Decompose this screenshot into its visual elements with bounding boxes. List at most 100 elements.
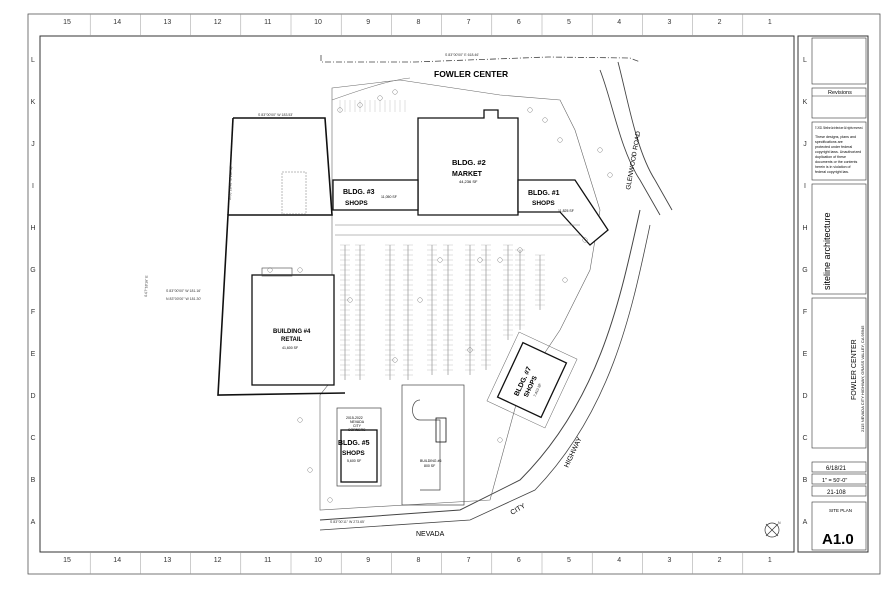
building-3-footprint — [332, 179, 419, 211]
building-1-footprint — [517, 179, 609, 246]
grid-row-label: L — [803, 57, 807, 64]
disclaimer-line: herein is in violation of — [815, 165, 851, 169]
grid-column-label: 3 — [667, 557, 671, 564]
grid-row-label: A — [803, 519, 808, 526]
grid-column-label: 14 — [113, 19, 121, 26]
bldg3-area: 11,050 SF — [381, 195, 397, 199]
grid-row-label: K — [803, 99, 808, 106]
tree-icon — [562, 277, 568, 283]
project-box — [811, 297, 867, 449]
grid-row-label: L — [31, 57, 35, 64]
tree-icon — [582, 237, 588, 243]
highway-edge-2 — [319, 224, 651, 531]
building-6-lot — [401, 384, 465, 506]
bldg2-use: MARKET — [452, 171, 483, 178]
bldg7-area: 7,410 SF — [533, 383, 543, 398]
grid-row-label: D — [802, 393, 807, 400]
drawing-border — [39, 35, 795, 553]
road-nevada: NEVADA — [416, 531, 445, 538]
bldg2-name: BLDG. #2 — [452, 158, 486, 167]
disclaimer-line: documents or the contents — [815, 160, 858, 164]
grid-column-labels: 1515141413131212111110109988776655443322… — [63, 14, 772, 574]
bearing-bottom: S 83°00'11" W 273.65' — [330, 520, 365, 524]
grid-row-label: I — [32, 183, 34, 190]
copyright-box — [811, 121, 867, 181]
tree-icon — [337, 107, 343, 113]
bldg2-area: 44,236 SF — [459, 179, 478, 184]
road-city: CITY — [510, 503, 528, 517]
grid-column-label: 4 — [617, 557, 621, 564]
tree-icon — [377, 95, 383, 101]
grid-row-label: F — [803, 309, 807, 316]
tree-icon — [392, 357, 398, 363]
tree-icon — [307, 467, 313, 473]
building-4-footprint — [251, 274, 335, 386]
grid-column-label: 5 — [567, 557, 571, 564]
grid-row-label: A — [31, 519, 36, 526]
tree-icon — [597, 147, 603, 153]
bldg4-use: RETAIL — [281, 337, 303, 343]
grid-row-label: G — [30, 267, 35, 274]
parking-stall-rows — [335, 100, 580, 380]
bldg5-use: SHOPS — [342, 450, 365, 457]
bearing-bldg3-top: S 83°00'00" W 183.53' — [258, 113, 293, 117]
revisions-box — [811, 87, 867, 119]
logo-box — [811, 37, 867, 85]
grid-column-label: 15 — [63, 19, 71, 26]
building-7-pad — [486, 331, 578, 429]
sheet-date: 6/18/21 — [826, 466, 847, 472]
firm-name: siteline architecture — [822, 212, 832, 290]
building-5-footprint — [340, 429, 378, 483]
building-7-group — [486, 331, 578, 429]
bldg6-area: 800 SF — [424, 464, 435, 468]
grid-column-label: 13 — [164, 557, 172, 564]
disclaimer-line: duplication of these — [815, 155, 846, 159]
building-7-footprint — [496, 341, 568, 419]
property-line-top — [320, 55, 641, 63]
bearing-left-side: S 07°18'16" E — [144, 275, 149, 297]
west-property-line-2 — [227, 117, 234, 216]
bldg5-note-1: 2015-2022 — [346, 416, 363, 420]
sheet-box — [811, 501, 867, 551]
bldg1-use: SHOPS — [532, 200, 555, 207]
grid-row-label: B — [31, 477, 36, 484]
grid-column-label: 15 — [63, 557, 71, 564]
bldg6-name: BUILDING #6 — [420, 459, 441, 463]
title-block-border — [797, 35, 869, 553]
bearing-mid1: S 83°00'00" W 181.16' — [166, 289, 201, 293]
grid-column-label: 4 — [617, 19, 621, 26]
parking-lot-outline — [319, 79, 601, 511]
bearing-left-upper: N 03°28'40" E 183.53' — [228, 165, 233, 200]
glenwood-road-edge — [599, 69, 661, 216]
bldg5-note-2: NEVADA — [350, 420, 365, 424]
tree-icon — [497, 437, 503, 443]
building-5-pad — [336, 407, 382, 487]
grid-column-label: 9 — [366, 557, 370, 564]
grid-row-label: J — [803, 141, 807, 148]
tree-icon — [297, 267, 303, 273]
bldg3-name: BLDG. #3 — [343, 189, 375, 196]
grid-row-label: K — [31, 99, 36, 106]
job-box — [811, 485, 867, 497]
tree-icon — [327, 497, 333, 503]
grid-row-label: B — [803, 477, 808, 484]
tree-icon — [437, 257, 443, 263]
sheet-number: A1.0 — [822, 531, 854, 548]
glenwood-road-edge-2 — [617, 61, 673, 211]
drive-thru-lane — [412, 399, 441, 491]
building-2-footprint — [417, 109, 519, 216]
grid-column-label: 10 — [314, 557, 322, 564]
bearing-top: S 83°00'00" E 618.46' — [445, 53, 479, 57]
bldg5-note-3: CITY — [353, 424, 362, 428]
grid-column-label: 2 — [718, 19, 722, 26]
tree-icon — [357, 102, 363, 108]
disclaimer-line: federal copyright law. — [815, 170, 849, 174]
grid-column-label: 12 — [214, 557, 222, 564]
grid-column-label: 8 — [416, 557, 420, 564]
tree-icon — [267, 267, 273, 273]
tree-icon — [297, 417, 303, 423]
grid-column-label: 6 — [517, 557, 521, 564]
